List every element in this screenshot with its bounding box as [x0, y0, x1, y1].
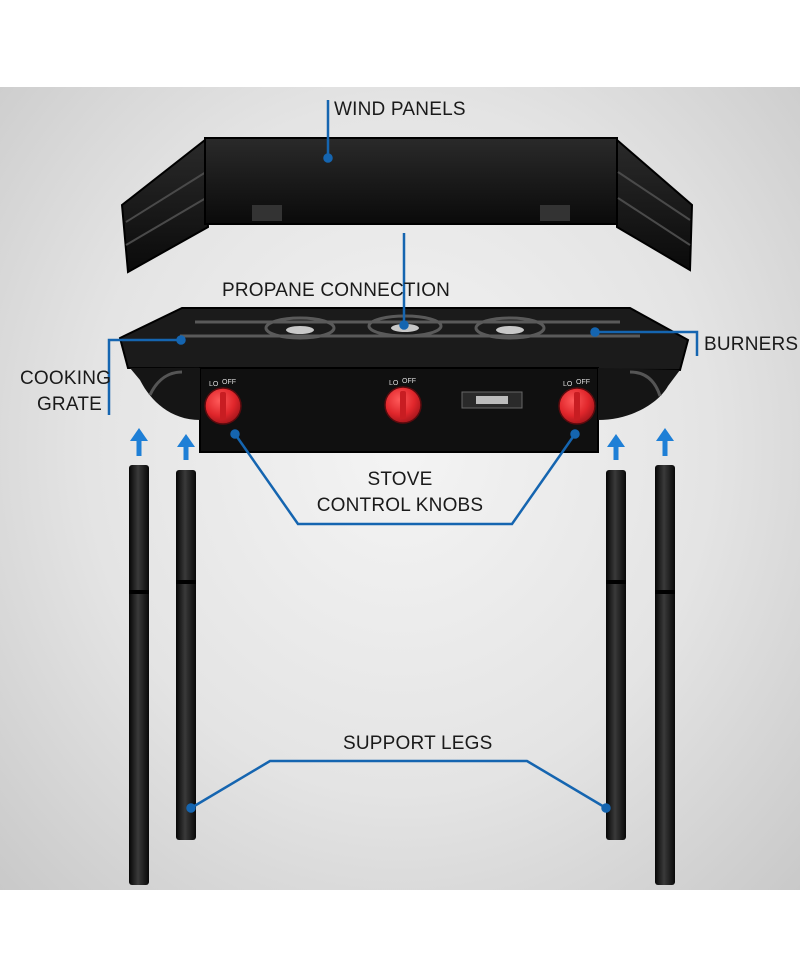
- label-cooking-grate-line2: GRATE: [36, 394, 102, 415]
- label-stove-control-knobs-line1: STOVE: [367, 469, 433, 490]
- stove-body: [118, 307, 690, 453]
- support-legs: [129, 465, 675, 885]
- callout-lines: [107, 100, 699, 813]
- support-leg-3: [606, 470, 626, 840]
- callout-control-knobs: [230, 429, 580, 526]
- label-cooking-grate: COOKING GRATE: [20, 366, 112, 418]
- up-arrow-icon: [177, 434, 195, 460]
- label-cooking-grate-line1: COOKING: [20, 368, 112, 389]
- label-propane-connection: PROPANE CONNECTION: [222, 280, 451, 301]
- control-knob-center: LO OFF: [384, 378, 422, 424]
- callout-support-legs: [186, 759, 611, 813]
- label-wind-panels: WIND PANELS: [334, 99, 466, 120]
- label-support-legs: SUPPORT LEGS: [343, 733, 493, 754]
- control-knob-right: LO OFF: [558, 379, 596, 425]
- knob-marking-lo: LO: [209, 381, 219, 388]
- knob-marking-off: OFF: [576, 379, 590, 386]
- wind-panel-right: [616, 137, 694, 272]
- up-arrow-icon: [607, 434, 625, 460]
- label-stove-control-knobs: STOVE CONTROL KNOBS: [310, 467, 490, 519]
- callout-cooking-grate: [107, 335, 186, 415]
- label-stove-control-knobs-line2: CONTROL KNOBS: [316, 495, 484, 516]
- callout-burners: [590, 327, 699, 356]
- assembly-arrows: [130, 428, 674, 460]
- up-arrow-icon: [656, 428, 674, 456]
- support-leg-2: [176, 470, 196, 840]
- up-arrow-icon: [130, 428, 148, 456]
- knob-marking-lo: LO: [563, 381, 573, 388]
- callout-wind-panels: [323, 100, 333, 163]
- control-knobs: LO OFF LO OFF LO OFF: [204, 378, 596, 425]
- wind-panel-left: [120, 138, 210, 274]
- knob-marking-off: OFF: [402, 378, 416, 385]
- callout-propane-connection: [399, 233, 409, 330]
- support-leg-1: [129, 465, 149, 885]
- support-leg-4: [655, 465, 675, 885]
- label-burners: BURNERS: [704, 334, 799, 355]
- control-knob-left: LO OFF: [204, 379, 242, 425]
- burners: [286, 324, 524, 334]
- wind-panels: [120, 137, 694, 274]
- knob-marking-lo: LO: [389, 380, 399, 387]
- knob-marking-off: OFF: [222, 379, 236, 386]
